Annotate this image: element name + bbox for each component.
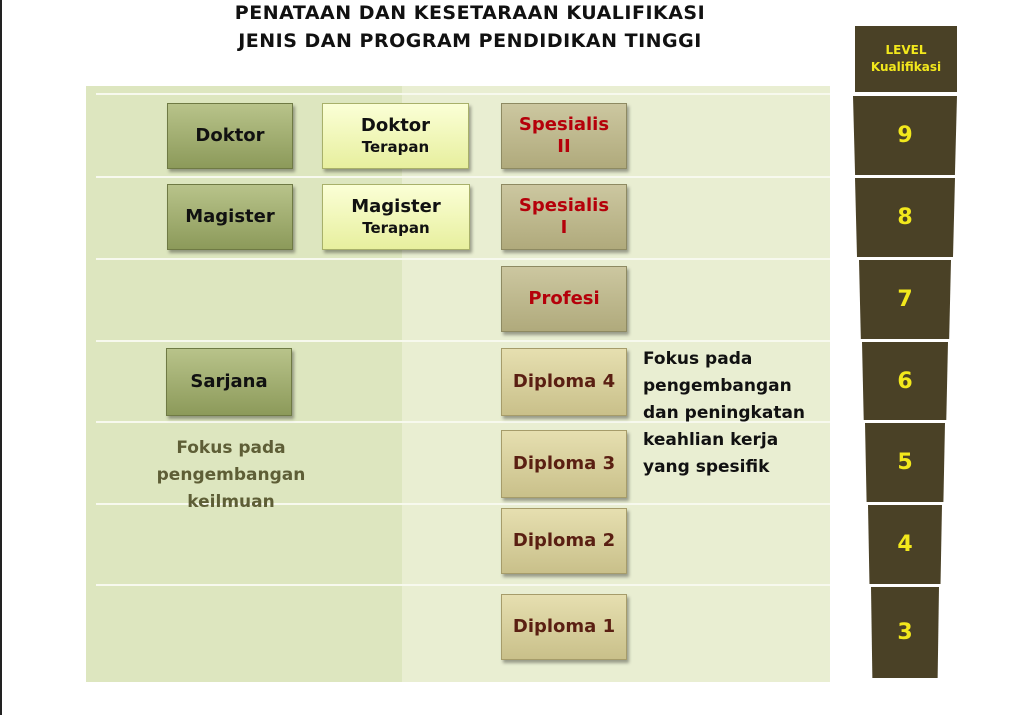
academic-focus-line: Fokus pada: [176, 438, 286, 458]
diploma-4-box: Diploma 4: [501, 348, 627, 416]
diploma-4-label: Diploma 4: [512, 370, 616, 392]
vocational-focus-note: Fokus pada pengembangan dan peningkatan …: [643, 346, 823, 481]
diploma-1-label: Diploma 1: [512, 615, 616, 637]
page-title-line-2: JENIS DAN PROGRAM PENDIDIKAN TINGGI: [238, 30, 702, 52]
level-6-label: 6: [897, 368, 913, 394]
spesialis-2-box: Spesialis II: [501, 103, 627, 169]
level-3-segment: 3: [871, 587, 939, 678]
row-divider: [96, 176, 830, 178]
magister-box: Magister: [167, 184, 293, 250]
level-5-segment: 5: [865, 423, 945, 502]
doktor-label: Doktor: [195, 124, 265, 146]
magister-terapan-box: Magister Terapan: [322, 184, 470, 250]
level-9-label: 9: [897, 123, 913, 148]
vocational-focus-line: yang spesifik: [643, 457, 770, 477]
profesi-label: Profesi: [528, 287, 600, 309]
row-divider: [96, 93, 830, 95]
row-divider: [96, 340, 830, 342]
doktor-terapan-main: Doktor: [360, 115, 431, 137]
level-4-label: 4: [897, 532, 913, 557]
level-header-line1: LEVEL: [885, 43, 927, 57]
level-7-label: 7: [897, 287, 913, 312]
level-7-segment: 7: [859, 260, 951, 339]
level-6-segment: 6: [862, 342, 948, 420]
row-divider: [96, 258, 830, 260]
diploma-3-label: Diploma 3: [512, 452, 616, 474]
level-header-line2: Kualifikasi: [870, 60, 942, 74]
diploma-1-box: Diploma 1: [501, 594, 627, 660]
level-8-label: 8: [897, 205, 913, 230]
level-4-segment: 4: [868, 505, 942, 584]
spesialis-2-line1: Spesialis: [518, 113, 610, 135]
level-3-label: 3: [897, 620, 913, 645]
academic-focus-note: Fokus pada pengembangan keilmuan: [150, 435, 312, 516]
vocational-focus-line: dan peningkatan: [643, 403, 806, 423]
magister-terapan-sub: Terapan: [362, 218, 430, 237]
magister-label: Magister: [185, 205, 275, 227]
diploma-2-box: Diploma 2: [501, 508, 627, 574]
doktor-terapan-box: Doktor Terapan: [322, 103, 469, 169]
spesialis-2-line2: II: [557, 136, 571, 157]
vocational-focus-line: pengembangan: [643, 376, 792, 396]
row-divider: [96, 421, 830, 423]
row-divider: [96, 584, 830, 586]
sarjana-label: Sarjana: [190, 370, 268, 392]
academic-focus-line: keilmuan: [187, 492, 275, 512]
spesialis-1-line1: Spesialis: [518, 194, 610, 216]
spesialis-1-line2: I: [560, 217, 568, 238]
level-5-label: 5: [897, 450, 913, 475]
sarjana-box: Sarjana: [166, 348, 292, 416]
page-title-line-1: PENATAAN DAN KESETARAAN KUALIFIKASI: [234, 2, 706, 24]
profesi-box: Profesi: [501, 266, 627, 332]
left-border: [0, 0, 2, 715]
doktor-box: Doktor: [167, 103, 293, 169]
vocational-focus-line: keahlian kerja: [643, 430, 779, 450]
diploma-2-label: Diploma 2: [512, 529, 616, 551]
row-divider: [96, 503, 830, 505]
academic-focus-line: pengembangan: [156, 465, 306, 485]
level-9-segment: 9: [853, 96, 957, 175]
spesialis-1-box: Spesialis I: [501, 184, 627, 250]
doktor-terapan-sub: Terapan: [361, 137, 430, 156]
diploma-3-box: Diploma 3: [501, 430, 627, 498]
magister-terapan-main: Magister: [351, 196, 441, 218]
vocational-focus-line: Fokus pada: [643, 349, 753, 369]
level-8-segment: 8: [855, 178, 955, 257]
level-header: LEVEL Kualifikasi: [855, 26, 957, 92]
